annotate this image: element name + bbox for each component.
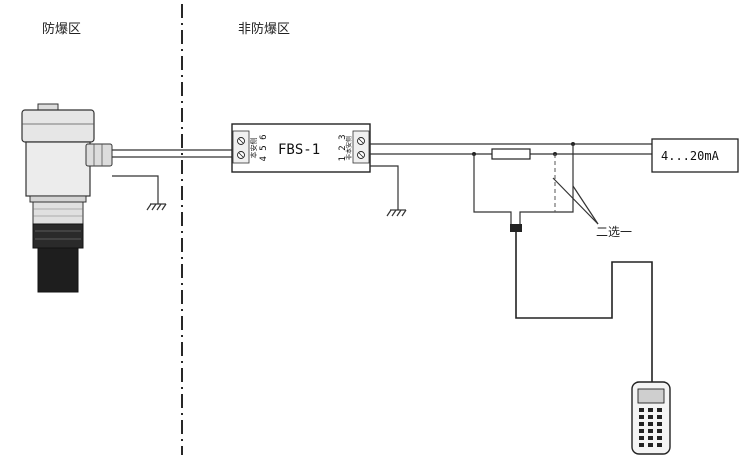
safe-zone-label: 非防爆区 xyxy=(238,21,290,37)
choose-one-pointer xyxy=(552,177,599,225)
choose-one-annotation: 二选一 xyxy=(596,225,632,239)
handheld-tap-wiring xyxy=(473,144,653,382)
resistor-icon xyxy=(491,148,531,160)
signal-output-box xyxy=(651,138,739,173)
barrier-left-side-text: 本安侧 xyxy=(249,138,258,159)
hart-handheld-communicator-icon xyxy=(631,381,671,455)
ground-icon xyxy=(370,165,407,217)
signal-output-label: 4...20mA xyxy=(661,149,720,163)
ultrasonic-level-sensor-icon xyxy=(21,103,113,293)
barrier-right-terminal-numbers: 1 2 3 xyxy=(338,134,348,161)
barrier-module xyxy=(231,123,371,173)
hazardous-cable xyxy=(112,149,232,158)
hazardous-zone-label: 防爆区 xyxy=(42,21,81,37)
barrier-right-side-text: 非本安侧 xyxy=(345,136,353,160)
barrier-model-label: FBS-1 xyxy=(278,142,320,158)
barrier-left-terminal-numbers: 4 5 6 xyxy=(259,134,269,161)
ground-icon xyxy=(112,175,167,211)
output-cable xyxy=(370,143,652,155)
